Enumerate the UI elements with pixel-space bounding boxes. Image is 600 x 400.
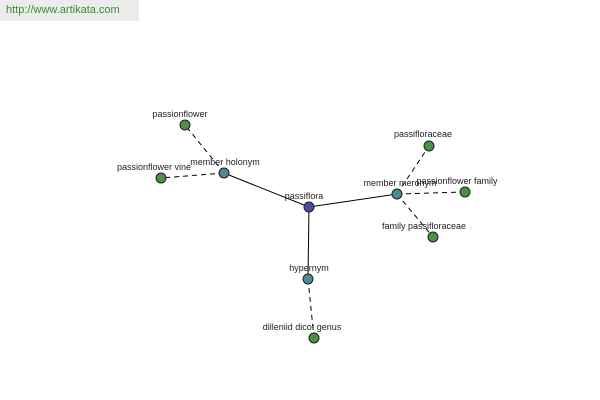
label-passionflower-family[interactable]: passionflower family [416, 176, 498, 186]
label-passifloraceae[interactable]: passifloraceae [394, 129, 452, 139]
label-member-meronym[interactable]: member meronym [363, 178, 436, 188]
label-passionflower[interactable]: passionflower [152, 109, 207, 119]
edge-member-holonym-passionflower-vine [160, 172, 225, 179]
edge-passiflora-member-holonym [223, 172, 310, 208]
node-passifloraceae[interactable] [423, 140, 435, 152]
edge-member-meronym-passionflower-family [396, 191, 466, 195]
node-member-meronym[interactable] [391, 188, 403, 200]
watermark-link[interactable]: http://www.artikata.com [0, 0, 139, 21]
node-passionflower-vine[interactable] [155, 172, 167, 184]
label-member-holonym[interactable]: member holonym [190, 157, 260, 167]
edge-passiflora-member-meronym [308, 193, 398, 208]
label-hypernym[interactable]: hypernym [289, 263, 329, 273]
edge-member-holonym-passionflower [184, 124, 225, 174]
edge-member-meronym-family-passifloraceae [396, 193, 434, 238]
node-passionflower-family[interactable] [459, 186, 471, 198]
label-passionflower-vine[interactable]: passionflower vine [117, 162, 191, 172]
edge-member-meronym-passifloraceae [396, 145, 430, 195]
node-member-holonym[interactable] [218, 167, 230, 179]
label-passiflora[interactable]: passiflora [285, 191, 324, 201]
node-family-passifloraceae[interactable] [427, 231, 439, 243]
edge-passiflora-hypernym [307, 206, 310, 280]
node-hypernym[interactable] [302, 273, 314, 285]
node-passionflower[interactable] [179, 119, 191, 131]
node-passiflora[interactable] [303, 201, 315, 213]
graph-nodes [155, 119, 471, 344]
label-dilleniid-dicot-genus[interactable]: dilleniid dicot genus [263, 322, 342, 332]
graph-labels: passiflora member holonym passionflower pas… [117, 109, 498, 332]
edge-hypernym-dilleniid-dicot-genus [307, 278, 315, 339]
graph-edges [160, 124, 466, 339]
node-dilleniid-dicot-genus[interactable] [308, 332, 320, 344]
label-family-passifloraceae[interactable]: family passifloraceae [382, 221, 466, 231]
